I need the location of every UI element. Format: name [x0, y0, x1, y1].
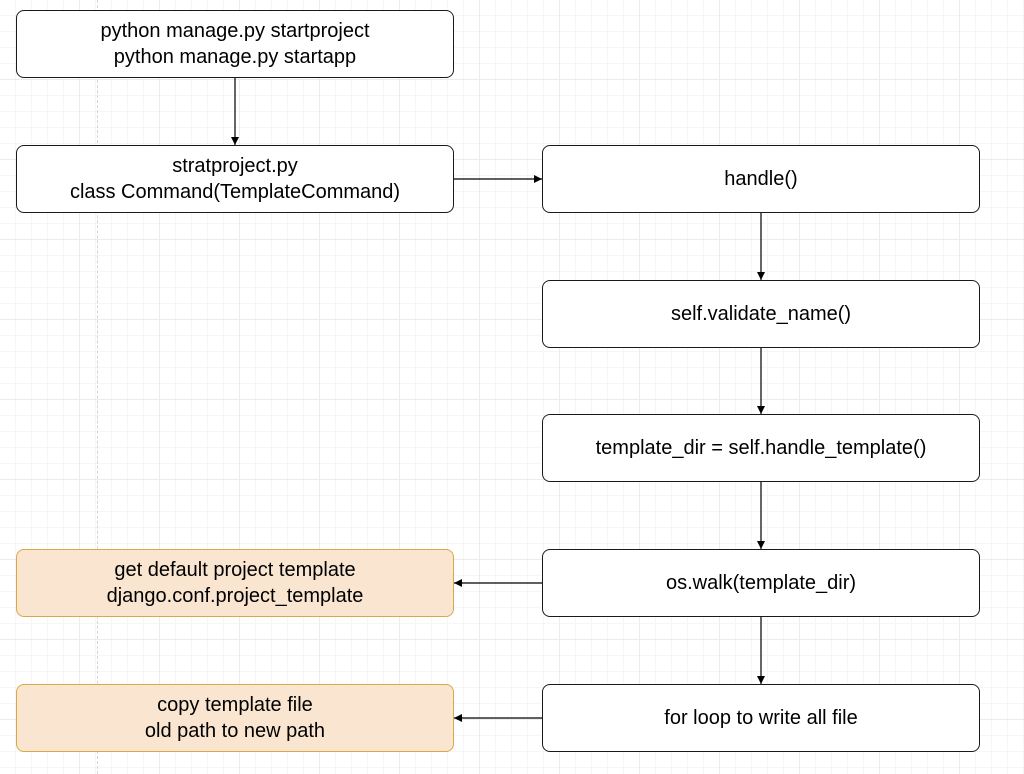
handle-box[interactable]: handle()	[542, 145, 980, 213]
cli-line-startapp: python manage.py startapp	[113, 46, 357, 68]
guide-line	[97, 0, 98, 774]
command-class-name: class Command(TemplateCommand)	[69, 181, 401, 203]
os-walk-box[interactable]: os.walk(template_dir)	[542, 549, 980, 617]
edge-group	[231, 78, 765, 722]
handle-template-label: template_dir = self.handle_template()	[595, 437, 927, 459]
default-template-line2: django.conf.project_template	[106, 585, 364, 607]
cli-commands-box[interactable]: python manage.py startproject python man…	[16, 10, 454, 78]
command-file-name: stratproject.py	[172, 155, 298, 177]
default-template-line1: get default project template	[114, 559, 356, 581]
copy-file-line2: old path to new path	[144, 720, 326, 742]
copy-file-note[interactable]: copy template file old path to new path	[16, 684, 454, 752]
validate-name-box[interactable]: self.validate_name()	[542, 280, 980, 348]
write-loop-box[interactable]: for loop to write all file	[542, 684, 980, 752]
command-class-box[interactable]: stratproject.py class Command(TemplateCo…	[16, 145, 454, 213]
copy-file-line1: copy template file	[157, 694, 313, 716]
handle-label: handle()	[724, 168, 798, 190]
handle-template-box[interactable]: template_dir = self.handle_template()	[542, 414, 980, 482]
cli-line-startproject: python manage.py startproject	[100, 20, 370, 42]
write-loop-label: for loop to write all file	[664, 707, 858, 729]
os-walk-label: os.walk(template_dir)	[665, 572, 857, 594]
validate-name-label: self.validate_name()	[670, 303, 852, 325]
default-template-note[interactable]: get default project template django.conf…	[16, 549, 454, 617]
